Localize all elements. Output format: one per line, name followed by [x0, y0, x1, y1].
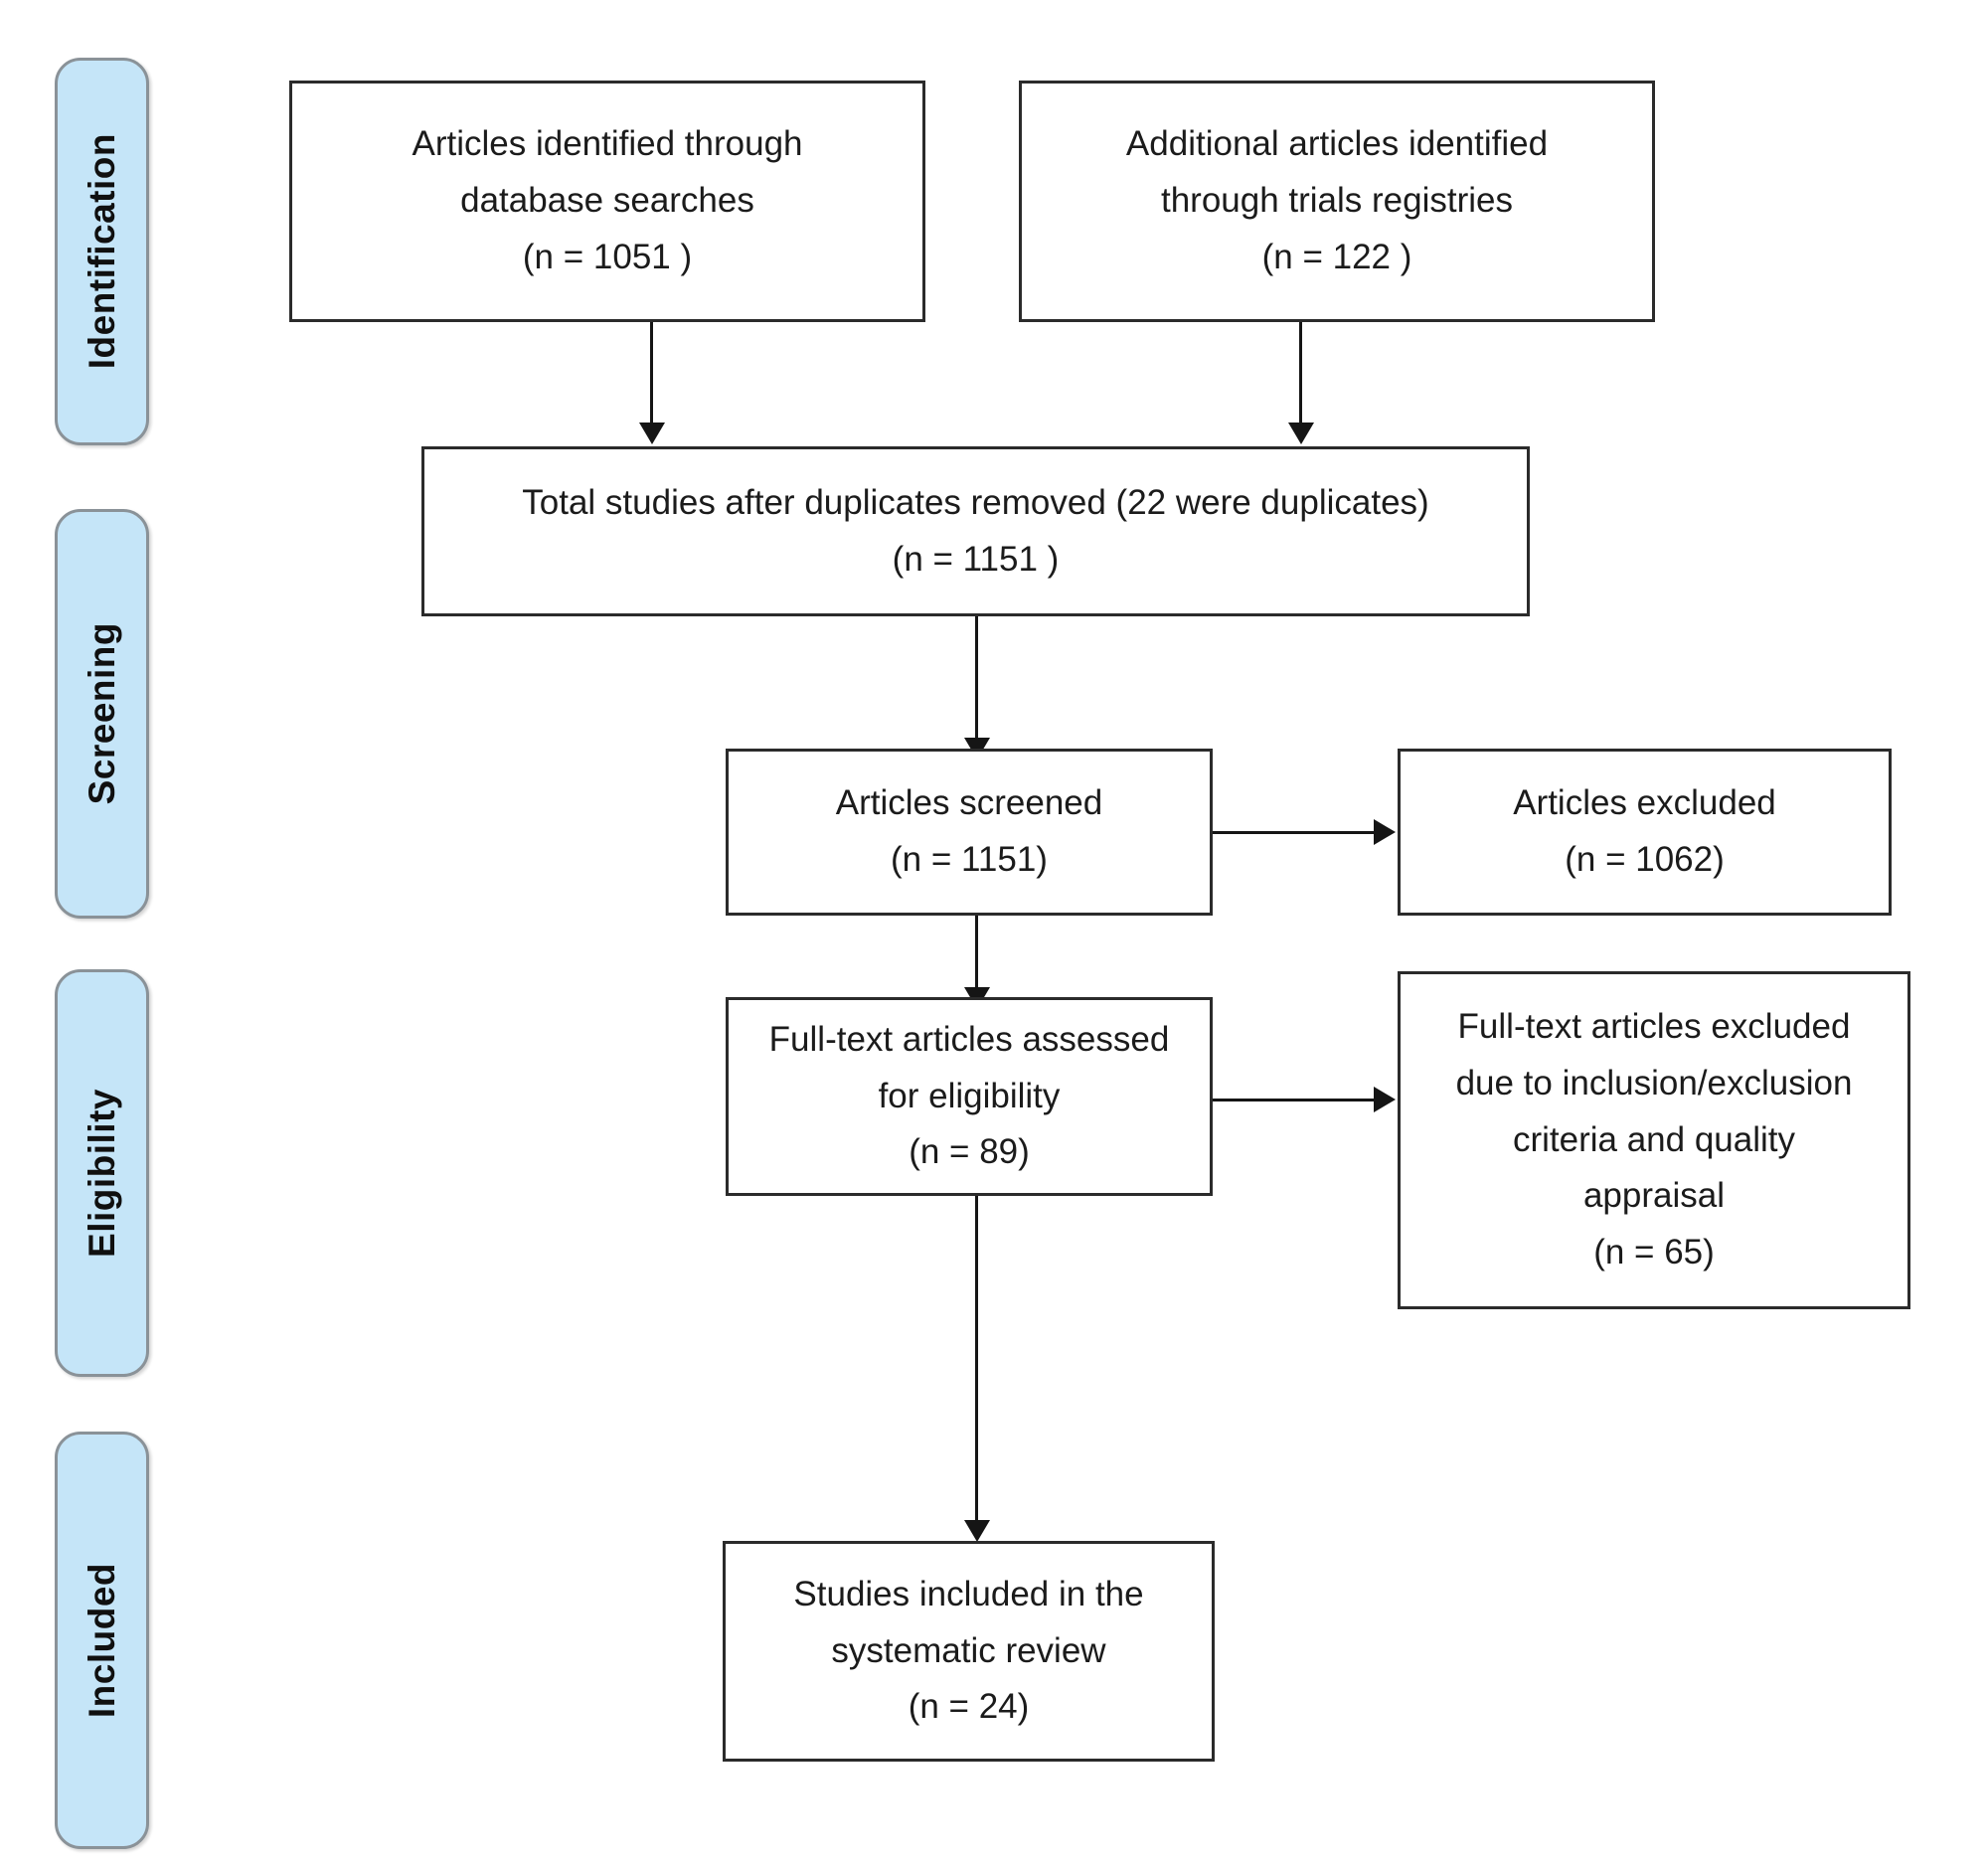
- connector-screened-to-excluded: [1213, 831, 1376, 834]
- box-articles-excluded: Articles excluded (n = 1062): [1398, 749, 1892, 916]
- connector-screened-to-fulltext: [975, 916, 978, 991]
- box-line: (n = 1151 ): [892, 539, 1060, 579]
- box-line: Articles excluded: [1513, 783, 1776, 823]
- box-line: (n = 1151): [891, 840, 1048, 879]
- connector-database-to-duplicates: [650, 322, 653, 426]
- stage-pill-identification: Identification: [55, 58, 149, 445]
- arrowhead-registries-to-duplicates: [1288, 423, 1314, 444]
- stage-pill-included: Included: [55, 1432, 149, 1849]
- arrowhead-fulltext-to-included: [964, 1520, 990, 1542]
- box-line: due to inclusion/exclusion: [1455, 1063, 1853, 1102]
- arrowhead-database-to-duplicates: [639, 423, 665, 444]
- box-line: database searches: [460, 181, 754, 221]
- box-articles-screened: Articles screened (n = 1151): [726, 749, 1213, 916]
- box-duplicates-removed: Total studies after duplicates removed (…: [421, 446, 1530, 616]
- connector-fulltext-to-included: [975, 1196, 978, 1524]
- box-line: (n = 89): [909, 1132, 1030, 1172]
- box-line: Additional articles identified: [1125, 124, 1549, 164]
- box-line: Studies included in the: [793, 1574, 1144, 1613]
- box-line: systematic review: [831, 1630, 1106, 1670]
- stage-label-eligibility: Eligibility: [81, 1089, 122, 1258]
- box-line: Full-text articles assessed: [768, 1019, 1170, 1059]
- stage-label-screening: Screening: [81, 622, 122, 805]
- box-trials-registries: Additional articles identified through t…: [1019, 81, 1655, 322]
- box-line: for eligibility: [878, 1076, 1061, 1115]
- box-fulltext-excluded: Full-text articles excluded due to inclu…: [1398, 971, 1910, 1309]
- box-line: appraisal: [1582, 1176, 1726, 1216]
- box-line: (n = 1062): [1565, 840, 1725, 879]
- box-line: Articles identified through: [412, 124, 803, 164]
- arrowhead-fulltext-to-excluded: [1374, 1087, 1396, 1112]
- arrowhead-screened-to-excluded: [1374, 819, 1396, 845]
- box-line: Full-text articles excluded: [1457, 1007, 1851, 1047]
- box-line: (n = 1051 ): [522, 237, 693, 276]
- box-line: (n = 122 ): [1261, 237, 1412, 276]
- box-line: through trials registries: [1160, 181, 1514, 221]
- connector-registries-to-duplicates: [1299, 322, 1302, 426]
- box-studies-included: Studies included in the systematic revie…: [723, 1541, 1215, 1762]
- stage-label-identification: Identification: [81, 133, 122, 370]
- box-line: Articles screened: [835, 783, 1103, 823]
- stage-label-included: Included: [81, 1562, 122, 1719]
- box-line: (n = 65): [1593, 1233, 1715, 1272]
- box-line: (n = 24): [908, 1687, 1030, 1727]
- connector-duplicates-to-screened: [975, 616, 978, 742]
- stage-pill-eligibility: Eligibility: [55, 969, 149, 1377]
- box-line: criteria and quality: [1512, 1119, 1796, 1159]
- box-database-searches: Articles identified through database sea…: [289, 81, 925, 322]
- box-fulltext-assessed: Full-text articles assessed for eligibil…: [726, 997, 1213, 1196]
- connector-fulltext-to-excluded: [1213, 1099, 1376, 1101]
- stage-pill-screening: Screening: [55, 509, 149, 919]
- box-line: Total studies after duplicates removed (…: [522, 482, 1429, 522]
